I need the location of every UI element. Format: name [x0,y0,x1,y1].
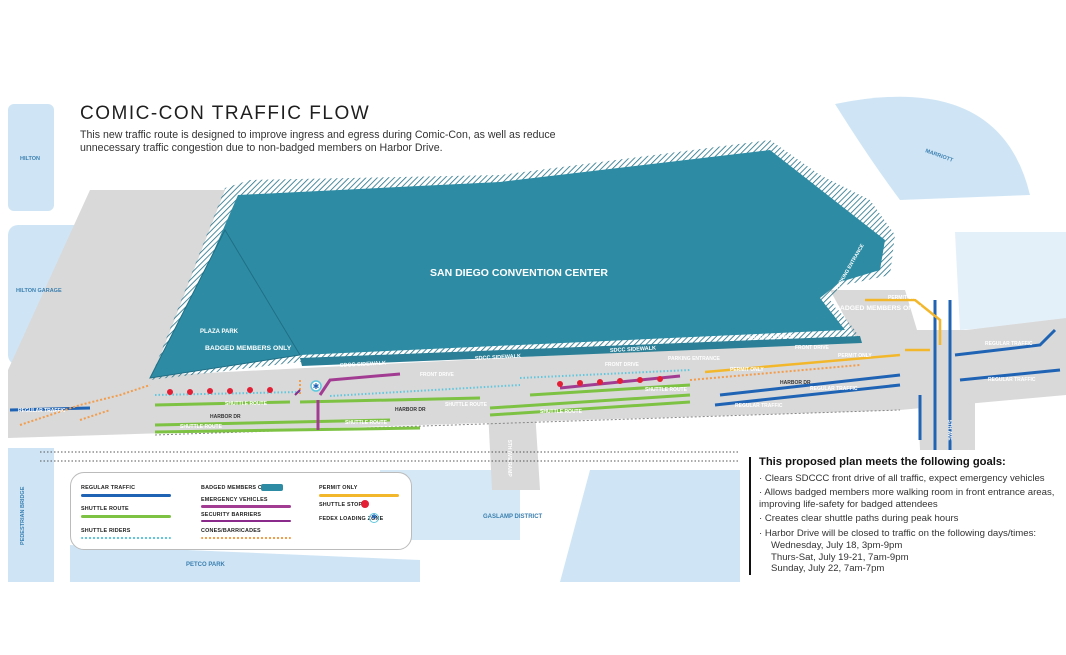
label-5th-ave-ramp: 5TH AVE RAMP [506,440,512,477]
legend-shuttle-riders: SHUTTLE RIDERS [81,528,131,534]
label-regular-traffic-5: REGULAR TRAFFIC [988,377,1036,383]
label-shuttle-route-2: SHUTTLE ROUTE [180,424,223,430]
shuttle-stops [167,376,663,395]
label-5th-ave: 5TH AVE [946,420,952,441]
label-permit-only-2: PERMIT ONLY [838,353,872,359]
label-permit-only-1: PERMIT ONLY [730,367,764,373]
label-badged-left: BADGED MEMBERS ONLY [205,345,292,352]
label-harbor-dr-2: HARBOR DR [395,407,426,413]
label-petco-park: PETCO PARK [186,562,226,568]
page-subtitle: This new traffic route is designed to im… [80,129,556,154]
label-shuttle-route-6: SHUTTLE ROUTE [645,387,688,393]
page-title: COMIC-CON TRAFFIC FLOW [80,103,371,124]
label-plaza-park: PLAZA PARK [200,329,239,335]
label-sdcc-sidewalk-1: SDCC SIDEWALK [340,361,386,369]
goal-item: · Allows badged members more walking roo… [759,487,1055,510]
legend-emergency-line [201,505,291,508]
label-shuttle-route-1: SHUTTLE ROUTE [225,401,268,407]
goals-heading: This proposed plan meets the following g… [759,456,1006,468]
label-front-drive-2: FRONT DRIVE [605,362,640,368]
legend-permit-only-line [319,494,399,497]
map-legend: REGULAR TRAFFIC BADGED MEMBERS ONLY PERM… [70,472,412,550]
surrounding-blocks [8,96,1066,582]
legend-regular-traffic-line [81,494,171,497]
legend-shuttle-route-line [81,515,171,518]
regular-traffic-lines [9,300,1061,450]
label-front-drive-3: FRONT DRIVE [795,345,830,351]
legend-emergency-vehicles: EMERGENCY VEHICLES [201,497,268,503]
legend-regular-traffic: REGULAR TRAFFIC [81,485,136,491]
svg-text:✱: ✱ [313,382,320,391]
label-sdcc-sidewalk-2: SDCC SIDEWALK [475,354,521,362]
label-badged-right: BADGED MEMBERS ONLY [835,305,922,312]
label-shuttle-route-3: SHUTTLE ROUTE [345,420,388,426]
label-parking-entrance: PARKING ENTRANCE [668,356,721,362]
security-barriers [294,389,301,396]
label-hilton-garage: HILTON GARAGE [16,288,62,294]
fedex-loading-icon: ✱ [369,513,379,523]
goal-item: · Creates clear shuttle paths during pea… [759,513,959,524]
label-sdcc-sidewalk-3: SDCC SIDEWALK [610,346,656,354]
label-regular-traffic-3: REGULAR TRAFFIC [810,386,858,392]
sdcc-sidewalk [300,336,862,366]
shuttle-riders-lines [154,369,691,397]
label-harbor-dr-3: HARBOR DR [780,380,811,386]
label-pedestrian-bridge: PEDESTRIAN BRIDGE [20,486,26,545]
label-permit-only-3: PERMIT ONLY [888,295,922,301]
legend-cones-line [201,537,291,539]
label-shuttle-route-4: SHUTTLE ROUTE [445,402,488,408]
goals-panel: This proposed plan meets the following g… [749,456,1066,575]
shuttle-route-lines [154,383,691,434]
convention-center [149,140,895,380]
label-shuttle-route-5: SHUTTLE ROUTE [540,409,583,415]
legend-badged-swatch [261,484,283,491]
schedule-line: Wednesday, July 18, 3pm-9pm [771,540,903,551]
legend-security-line [201,520,291,522]
label-convention-center: SAN DIEGO CONVENTION CENTER [430,267,608,279]
label-regular-traffic-2: REGULAR TRAFFIC [735,403,783,409]
legend-badged-members: BADGED MEMBERS ONLY [201,485,274,491]
legend-fedex-loading-zone: FEDEX LOADING ZONE [319,516,384,522]
label-sdcc-sidewalk-4: SDCC SIDEWALK [748,334,794,342]
label-gaslamp-district: GASLAMP DISTRICT [483,514,543,520]
legend-shuttle-stop-dot [361,500,369,508]
permit-only-lines [704,298,942,374]
goal-item: · Harbor Drive will be closed to traffic… [759,527,1037,539]
label-regular-traffic-4: REGULAR TRAFFIC [985,341,1033,347]
cones-lines [19,364,861,426]
legend-shuttle-riders-line [81,537,171,539]
legend-permit-only: PERMIT ONLY [319,485,358,491]
legend-security-barriers: SECURITY BARRIERS [201,512,262,518]
schedule-line: Thurs-Sat, July 19-21, 7am-9pm [771,551,909,563]
schedule-line: Sunday, July 22, 7am-7pm [771,563,885,574]
goal-item: · Clears SDCCC front drive of all traffi… [759,472,1045,484]
legend-shuttle-route: SHUTTLE ROUTE [81,506,129,512]
legend-cones-barricades: CONES/BARRICADES [201,528,261,534]
label-regular-traffic-1: REGULAR TRAFFIC [18,408,66,414]
label-hilton: HILTON [20,156,40,162]
legend-shuttle-stops: SHUTTLE STOPS [319,502,367,508]
fedex-star-icon: ✱ [310,380,322,392]
label-harbor-dr-1: HARBOR DR [210,414,241,420]
label-front-drive-1: FRONT DRIVE [420,372,455,378]
